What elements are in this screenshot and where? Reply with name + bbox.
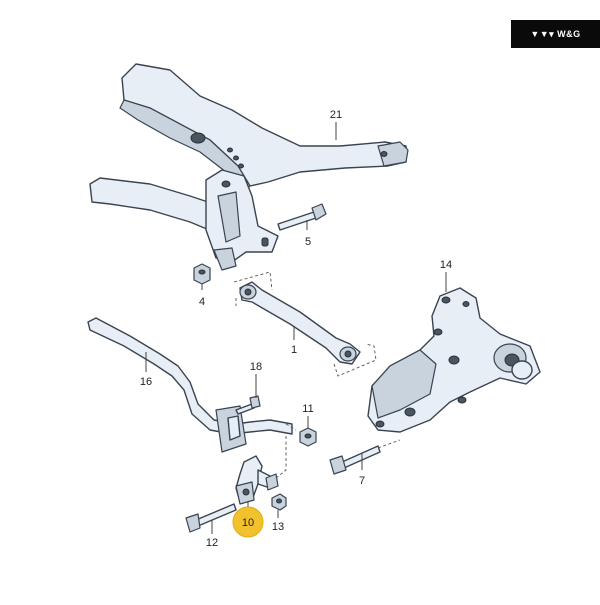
bolt-part-12 [185,503,237,533]
brand-logo: ▼▼▾ W&G [511,20,600,48]
callout-4: 4 [199,296,205,308]
coupling-rod-part-10 [235,455,279,505]
callout-13: 13 [272,521,284,533]
assembly-guide-rod-10 [275,436,287,479]
assembly-guide-right [333,343,377,377]
subframe-part-21 [89,63,409,271]
callout-10: 10 [242,517,254,529]
control-arm-part-1 [239,281,361,365]
assembly-guide-nut-11 [285,423,297,431]
nut-part-13 [271,493,287,511]
callout-1: 1 [291,344,297,356]
callout-16: 16 [140,376,152,388]
callout-5: 5 [305,236,311,248]
callout-11: 11 [302,403,313,415]
assembly-guide-bolt-7 [377,439,401,449]
bolt-part-7 [329,445,381,475]
logo-text: W&G [557,29,581,39]
wheel-carrier-part-14 [367,287,541,433]
highlight-badge [232,506,264,538]
logo-mark-icon: ▼▼▾ [530,28,555,39]
callout-18: 18 [250,361,262,373]
callout-7: 7 [359,475,365,487]
nut-part-4 [193,263,211,285]
callout-labels: 21 5 4 14 1 16 18 11 7 12 13 10 [140,109,452,549]
assembly-guide-left [233,271,273,306]
bolt-part-5 [277,203,327,231]
stabilizer-bar-part-16 [87,317,293,453]
callout-12: 12 [206,537,218,549]
callout-14: 14 [440,259,452,271]
bolt-part-18 [235,395,261,415]
nut-part-11 [299,427,317,447]
callout-21: 21 [330,109,342,121]
leader-lines [145,122,447,534]
